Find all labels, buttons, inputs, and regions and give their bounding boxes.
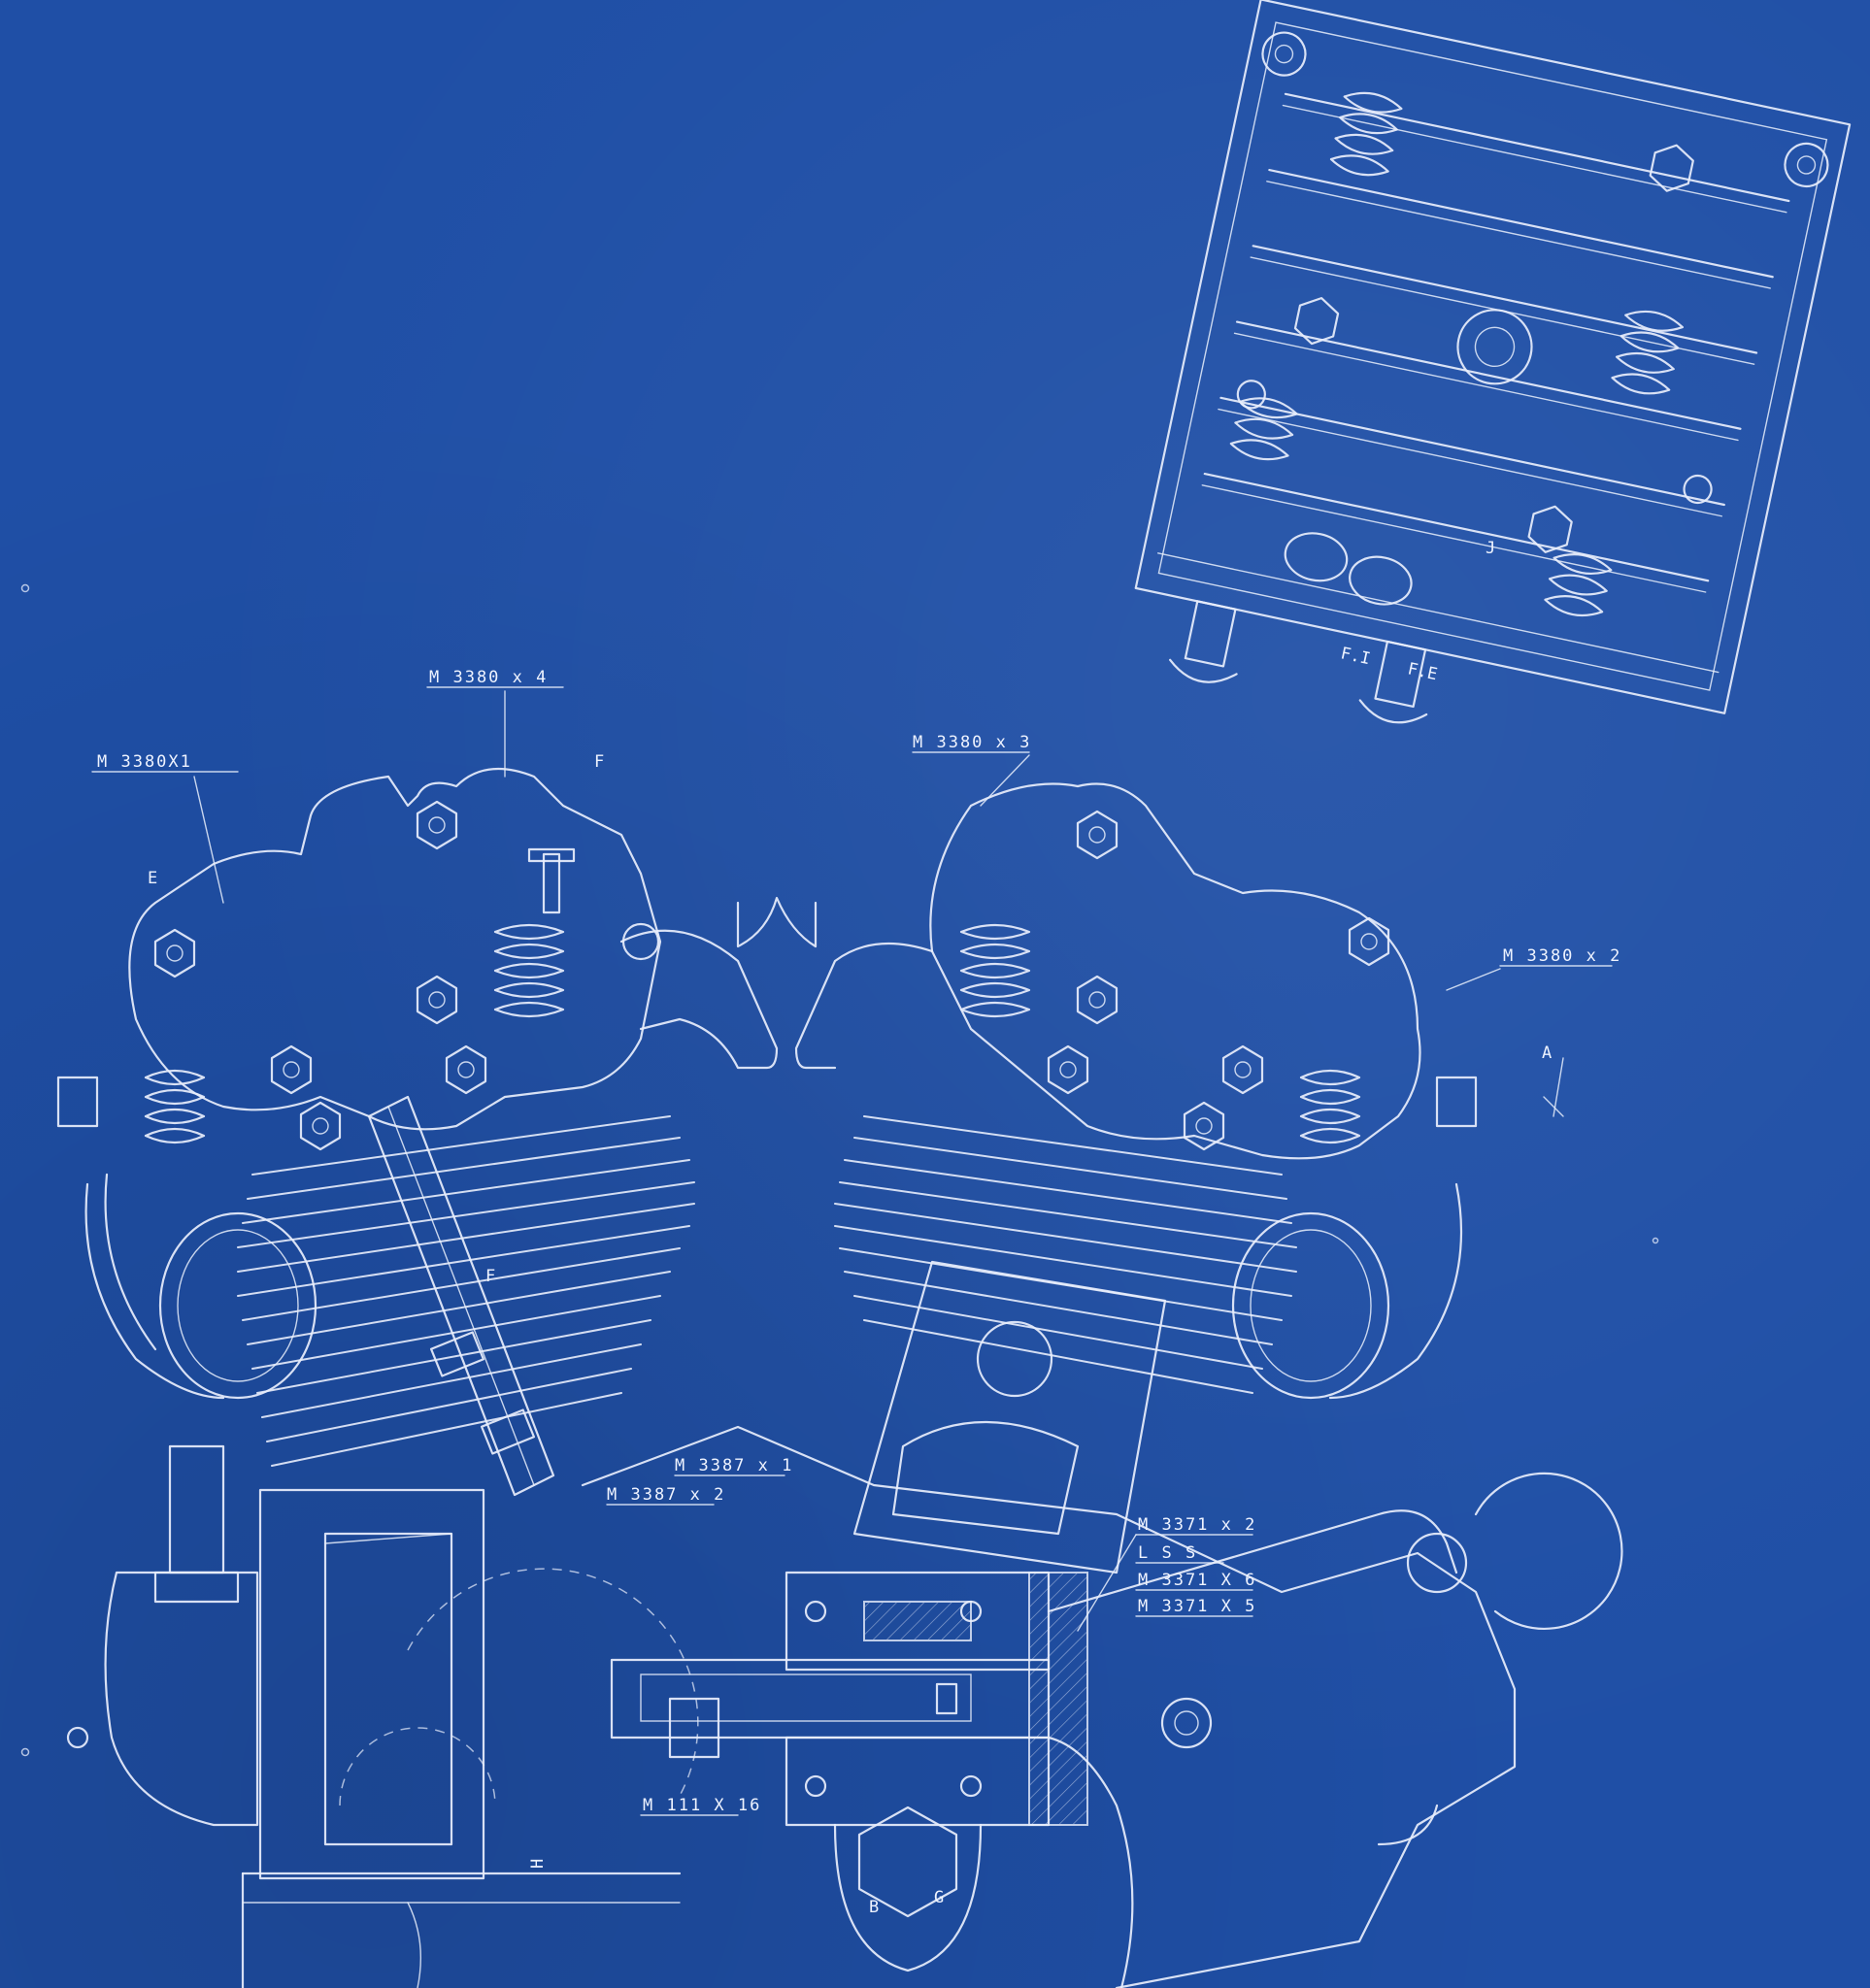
rocker-frame-inner — [1157, 21, 1828, 691]
callout-m3387x2: M 3387 x 2 — [607, 1485, 725, 1505]
rocker-frame-outline — [1134, 0, 1852, 714]
crankcase — [241, 1425, 1517, 1988]
left-valve-spring — [493, 847, 576, 1018]
right-head-nuts — [1047, 810, 1390, 1151]
rocker-springs — [1229, 91, 1685, 617]
ink-dot — [1652, 1237, 1659, 1244]
marker-f-top: F — [594, 752, 604, 772]
timing-shaft-housing — [610, 1571, 1088, 1972]
marker-b: B — [869, 1898, 879, 1917]
rocker-rods — [1201, 92, 1790, 593]
rocker-base-line — [1157, 552, 1720, 674]
binding-hole — [20, 583, 30, 593]
right-cylinder — [834, 782, 1478, 1574]
callout-m3371x6: M 3371 X 6 — [1138, 1571, 1256, 1590]
rocker-end-holes — [1236, 31, 1829, 505]
rocker-assembly-view — [1134, 0, 1852, 724]
callout-m3380x2: M 3380 x 2 — [1503, 946, 1621, 966]
right-cylinder-fins — [834, 1115, 1297, 1394]
right-valve-spring — [959, 923, 1478, 1144]
right-piston-section — [852, 1260, 1167, 1574]
left-pushrod-tube — [367, 1095, 555, 1497]
left-cylinder — [56, 767, 695, 1497]
callout-m111x16: M 111 X 16 — [643, 1796, 761, 1815]
intake-manifold — [619, 896, 934, 1070]
left-head-outline — [128, 767, 662, 1131]
right-exhaust-port — [1231, 1182, 1463, 1400]
rocker-hex-nuts — [1293, 144, 1694, 553]
valve-stems — [1169, 600, 1428, 724]
mounting-bracket — [407, 1472, 1623, 1988]
callout-m3380x1: M 3380X1 — [97, 752, 192, 772]
callout-m3387x1: M 3387 x 1 — [675, 1456, 793, 1475]
binding-hole — [20, 1747, 30, 1757]
fe-boss — [1349, 555, 1413, 606]
callout-m3371x5: M 3371 X 5 — [1138, 1597, 1256, 1616]
marker-j: J — [1486, 539, 1495, 558]
right-head-outline — [929, 782, 1421, 1160]
marker-a: A — [1542, 1044, 1552, 1063]
left-rocker-spring — [56, 1069, 206, 1144]
marker-e: E — [148, 869, 157, 888]
callout-lss: L S S — [1138, 1543, 1197, 1563]
marker-fi: F.I — [1339, 644, 1372, 669]
left-exhaust-port — [84, 1173, 317, 1400]
callout-labels: M 3380X1 M 3380 x 4 M 3380 x 3 M 3380 x … — [97, 668, 1621, 1815]
fi-boss — [1284, 532, 1349, 582]
leader-lines — [91, 686, 1613, 1816]
marker-f-mid: F — [485, 1267, 495, 1286]
marker-fe: F.E — [1406, 659, 1439, 684]
marker-g: G — [934, 1888, 944, 1907]
section-markers: A B E F F G H — [148, 752, 1552, 1917]
marker-h: H — [528, 1859, 548, 1869]
callout-m3380x3: M 3380 x 3 — [913, 733, 1031, 752]
callout-m3380x4: M 3380 x 4 — [429, 668, 548, 687]
left-head-nuts — [153, 800, 487, 1151]
magneto — [66, 1444, 485, 1880]
left-cylinder-fins — [237, 1115, 695, 1467]
callout-m3371x2: M 3371 x 2 — [1138, 1515, 1256, 1535]
